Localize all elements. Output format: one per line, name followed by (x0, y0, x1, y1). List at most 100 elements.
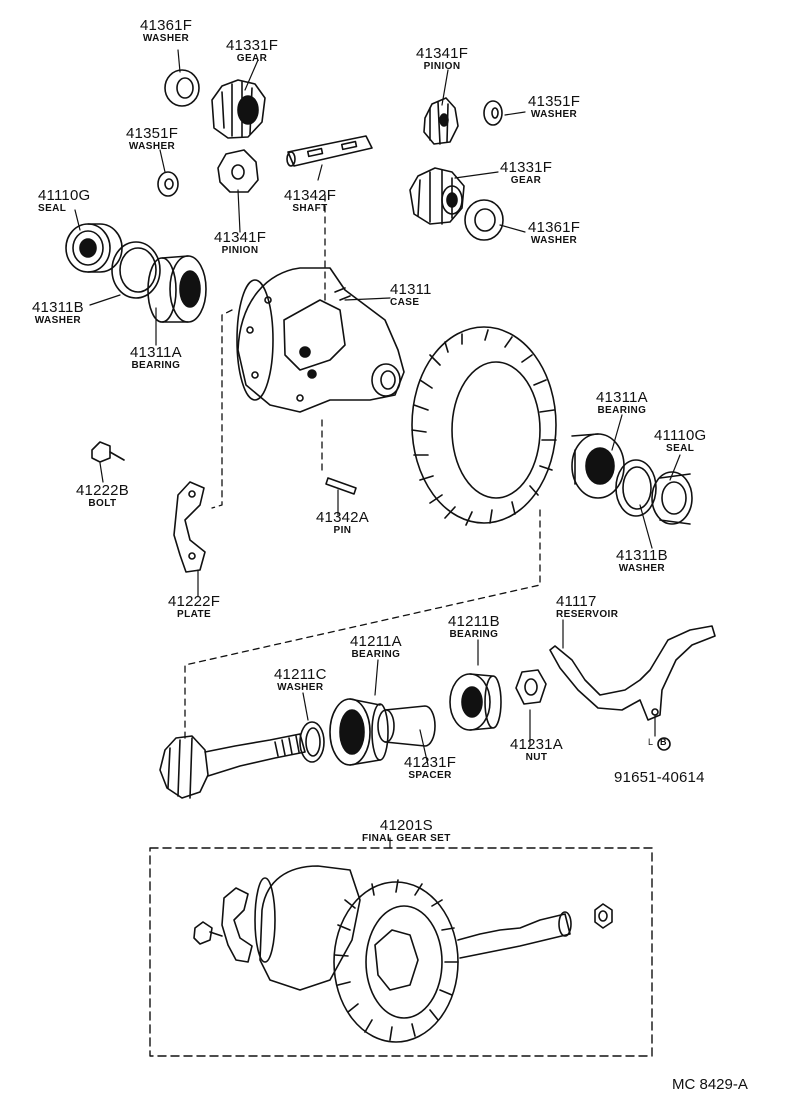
bolt-41222b (91, 441, 125, 463)
part-number: 41211A (350, 633, 402, 650)
part-number: 41342A (316, 509, 369, 526)
nut-41231a (515, 669, 547, 705)
label-91651: 91651-40614 (614, 770, 705, 785)
part-name: RESERVOIR (556, 609, 619, 620)
case-41311 (236, 267, 405, 413)
part-number: 41331F (500, 159, 553, 176)
part-name: WASHER (530, 235, 578, 246)
label-41311a-left: 41311A BEARING (130, 345, 182, 371)
label-41341f-top: 41341F PINION (416, 46, 468, 72)
part-number: 91651-40614 (614, 769, 705, 786)
part-name: WASHER (530, 109, 578, 120)
part-name: WASHER (128, 141, 176, 152)
part-name: WASHER (142, 33, 190, 44)
part-number: 41311B (616, 547, 668, 564)
pinion-41341f-left (217, 149, 259, 193)
part-number: 41222F (168, 593, 221, 610)
part-number: 41222B (76, 482, 129, 499)
part-name: SEAL (666, 443, 695, 454)
part-name: BOLT (88, 498, 117, 509)
ring-gear (411, 326, 557, 526)
label-41361f-right: 41361F WASHER (528, 220, 580, 246)
washer-41211c (299, 721, 325, 763)
pin-41342a (325, 477, 357, 495)
part-number: 41231A (510, 736, 563, 753)
part-name: PINION (221, 245, 259, 256)
part-name: BEARING (351, 649, 401, 660)
label-41311b-left: 41311B WASHER (32, 300, 84, 326)
label-41222b: 41222B BOLT (76, 483, 129, 509)
diagram-code: MC 8429-A (672, 1076, 748, 1093)
part-number: 41351F (126, 125, 179, 142)
label-41342a: 41342A PIN (316, 510, 369, 536)
gear-41331f-top (211, 79, 266, 139)
washer-41361f-top (164, 69, 200, 107)
part-name: SHAFT (292, 203, 328, 214)
part-name: BEARING (597, 405, 647, 416)
label-41211a: 41211A BEARING (350, 634, 402, 660)
part-number: 41361F (140, 17, 193, 34)
label-41211b: 41211B BEARING (448, 614, 500, 640)
label-41231a: 41231A NUT (510, 737, 563, 763)
label-41110g-right: 41110G SEAL (654, 428, 706, 454)
label-41341f-left: 41341F PINION (214, 230, 266, 256)
label-41211c: 41211C WASHER (274, 667, 327, 693)
part-name: GEAR (510, 175, 542, 186)
reservoir-41117 (549, 625, 716, 721)
spacer-41231f (377, 705, 436, 747)
part-name: NUT (525, 752, 548, 763)
seal-41110g-right (651, 471, 693, 525)
part-number: 41341F (416, 45, 469, 62)
shaft-41342f (286, 135, 373, 167)
label-41331f-right: 41331F GEAR (500, 160, 552, 186)
label-41110g-left: 41110G SEAL (38, 188, 90, 214)
washer-41351f-right (483, 100, 503, 126)
plate-41222f (173, 481, 206, 573)
part-number: 41201S (379, 817, 433, 834)
final-gear-set-box (149, 847, 653, 1057)
part-number: 41311 (390, 281, 432, 298)
label-41342f: 41342F SHAFT (284, 188, 336, 214)
part-number: 41110G (654, 427, 707, 444)
part-name: SPACER (408, 770, 452, 781)
washer-41311b-right (615, 459, 657, 517)
part-name: BEARING (449, 629, 499, 640)
drive-pinion (159, 733, 306, 799)
bolt-marker-letter-text: B (660, 737, 667, 747)
dashed-guides (184, 194, 541, 741)
seal-41110g-left (65, 223, 123, 273)
final-gear-set-assembly (193, 865, 613, 1043)
pinion-41341f-top (423, 97, 459, 145)
label-41331f-top: 41331F GEAR (226, 38, 278, 64)
label-41311b-right: 41311B WASHER (616, 548, 668, 574)
part-number: 41342F (284, 187, 337, 204)
gear-41331f-right (409, 167, 465, 225)
part-name: PIN (333, 525, 352, 536)
label-41311a-right: 41311A BEARING (596, 390, 648, 416)
part-number: 41117 (556, 593, 597, 610)
bolt-marker-letter: B (660, 738, 667, 747)
part-name: GEAR (236, 53, 268, 64)
label-41201s: 41201S FINAL GEAR SET (362, 818, 451, 844)
label-41117: 41117 RESERVOIR (556, 594, 618, 620)
part-name: CASE (390, 297, 420, 308)
part-number: 41211C (274, 666, 327, 683)
leader-lines (74, 49, 681, 849)
label-41351f-right: 41351F WASHER (528, 94, 580, 120)
part-number: 41341F (214, 229, 267, 246)
bearing-41311a-left (147, 255, 207, 323)
part-name: WASHER (34, 315, 82, 326)
label-41361f-top: 41361F WASHER (140, 18, 192, 44)
label-41231f: 41231F SPACER (404, 755, 456, 781)
bearing-41211b (449, 673, 502, 731)
part-number: 41351F (528, 93, 581, 110)
part-name: PLATE (177, 609, 212, 620)
part-name: PINION (423, 61, 461, 72)
washer-41361f-right (464, 199, 504, 241)
washer-41311b-left (111, 241, 161, 299)
washer-41351f-left (157, 171, 179, 197)
part-number: 41211B (448, 613, 500, 630)
bolt-marker-icon (657, 737, 671, 751)
bolt-marker-label: L (648, 738, 653, 747)
